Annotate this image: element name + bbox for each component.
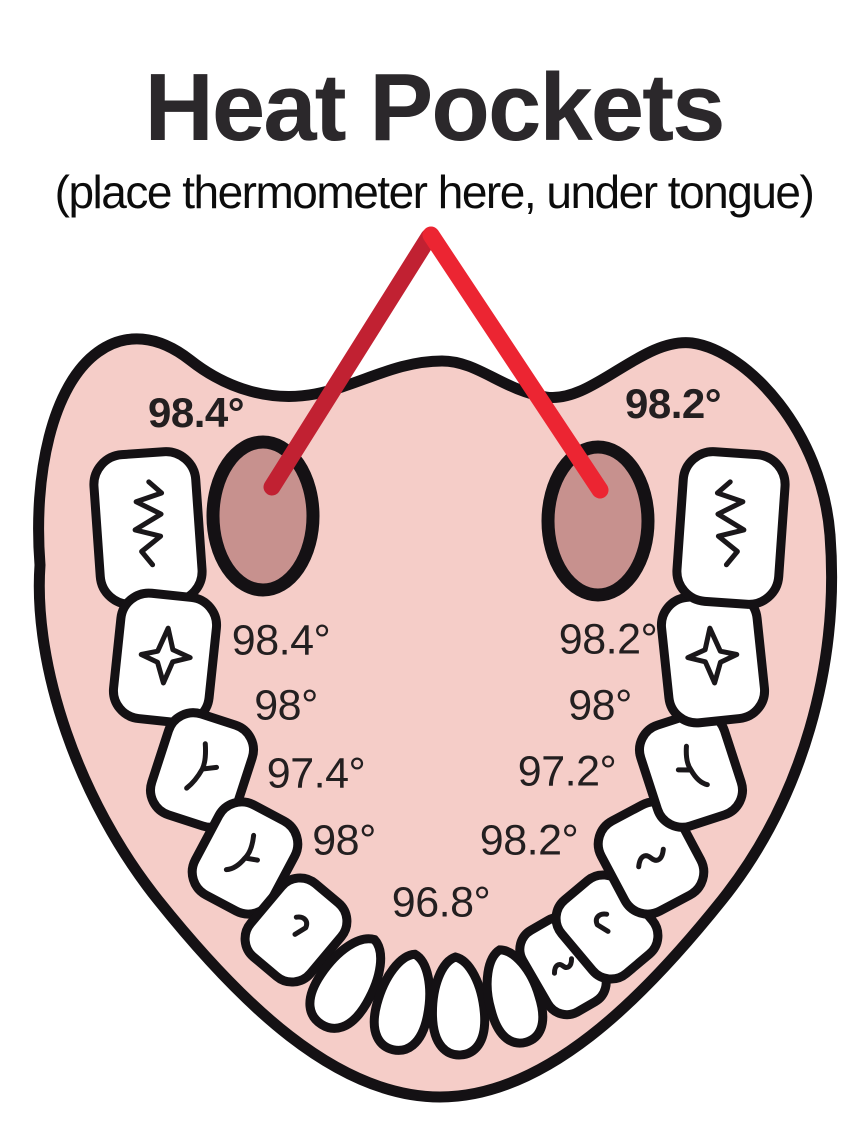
tooth-crack xyxy=(685,625,740,686)
page-title: Heat Pockets xyxy=(144,54,726,161)
tooth-crack xyxy=(636,846,666,870)
tooth-crack xyxy=(292,914,310,937)
subtitle: (place thermometer here, under tongue) xyxy=(54,165,815,218)
temp-label-right-row-1: 98.2° xyxy=(558,615,658,664)
temp-label-right-row-3: 97.2° xyxy=(517,747,617,796)
tooth-incisor-3 xyxy=(427,952,490,1060)
temp-label-left-row-1: 98.4° xyxy=(231,616,331,665)
temp-label-bottom-center: 96.8° xyxy=(391,878,491,927)
temp-label-pocket-left: 98.4° xyxy=(147,389,245,436)
tooth-crack xyxy=(593,911,611,934)
tooth-molar-left-2 xyxy=(108,588,222,728)
pointer-line-right xyxy=(422,226,609,499)
tooth-molar-left-1 xyxy=(89,447,207,609)
tooth-crack xyxy=(675,743,710,788)
temp-label-left-row-4: 98° xyxy=(312,816,376,865)
header: Heat Pockets (place thermometer here, un… xyxy=(0,0,868,219)
tooth-crack xyxy=(184,741,220,791)
tooth-premolar-left-1 xyxy=(146,708,258,832)
tooth-crack xyxy=(138,625,193,686)
temp-label-pocket-right: 98.2° xyxy=(624,380,722,427)
tooth-incisor-2 xyxy=(369,949,435,1055)
tooth-molar-right-1 xyxy=(672,447,790,609)
pointer-line-left xyxy=(263,228,438,496)
tooth-crack xyxy=(551,956,575,976)
thermometer-pointer xyxy=(263,226,609,499)
tooth-crack xyxy=(132,479,165,568)
tooth-incisor-1 xyxy=(305,934,386,1033)
tooth-premolar-right-1 xyxy=(635,708,747,832)
temp-label-left-row-3: 97.4° xyxy=(266,749,366,798)
tooth-premolar-left-2 xyxy=(187,797,303,919)
tooth-molar-right-2 xyxy=(656,588,770,728)
heat-pocket-right xyxy=(541,440,655,602)
tooth-crack xyxy=(714,479,747,568)
tooth-crack xyxy=(223,832,260,873)
temp-label-right-row-2: 98° xyxy=(568,681,632,730)
temp-label-right-row-4: 98.2° xyxy=(479,816,579,865)
tooth-canine-left xyxy=(240,873,352,987)
heat-pocket-left xyxy=(206,435,320,597)
temp-label-left-row-2: 98° xyxy=(254,681,318,730)
teeth xyxy=(89,447,790,1060)
